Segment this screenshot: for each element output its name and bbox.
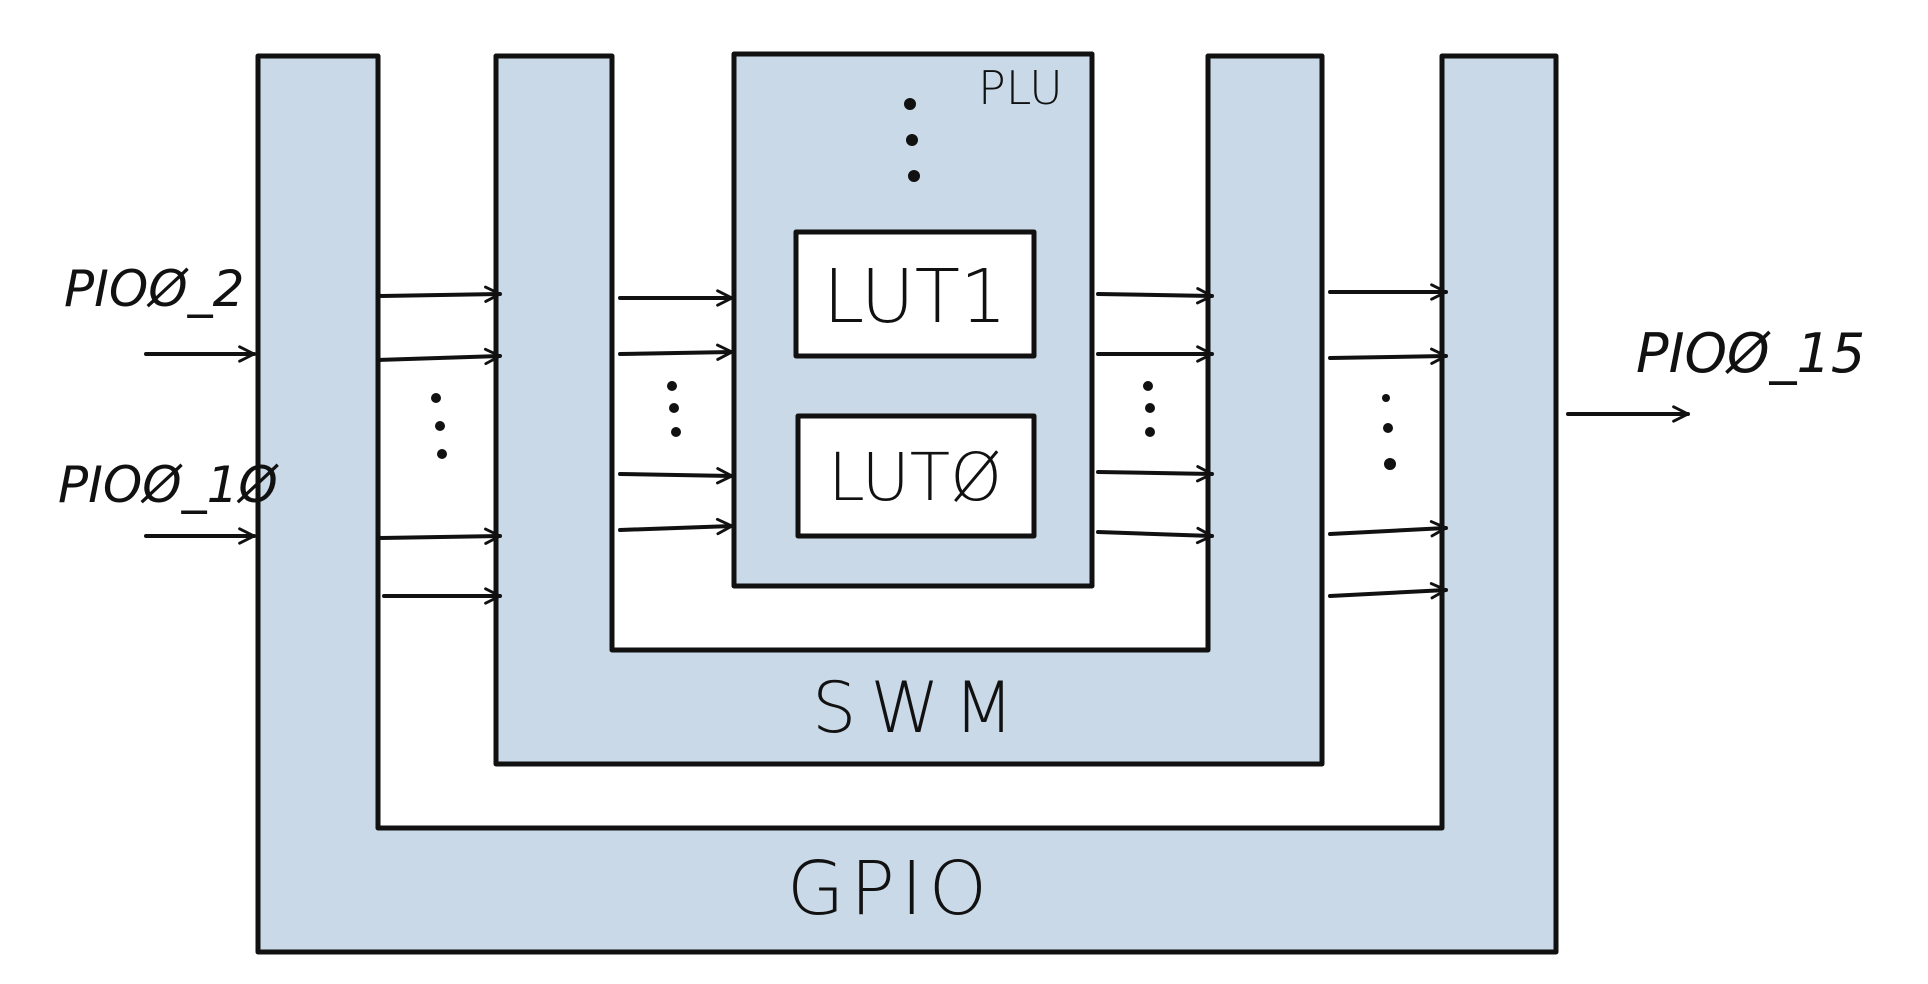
swm-to-gpio-arrow <box>1328 347 1448 365</box>
input-label-top: PIOØ_2 <box>64 260 244 318</box>
lut1-label: LUT1 <box>823 254 1007 340</box>
plu-to-swm-arrow <box>1096 465 1214 483</box>
swm-to-plu-arrow <box>618 517 734 536</box>
swm-to-gpio-arrow <box>1328 582 1448 600</box>
ellipsis-dots-swm-plu <box>667 381 681 437</box>
gpio-to-swm-arrow <box>376 347 502 366</box>
ellipsis-dots-plu-swm <box>1143 381 1155 437</box>
swm-block <box>493 53 1325 767</box>
swm-to-gpio-arrow <box>1328 520 1448 538</box>
plu-label: PLU <box>978 61 1063 115</box>
ellipsis-dots-swm-gpio <box>1382 394 1396 470</box>
lut0-label: LUTØ <box>828 439 1002 516</box>
output-label: PIOØ_15 <box>1636 322 1865 385</box>
swm-label: SWM <box>812 667 1028 749</box>
gpio-to-swm-arrow <box>376 527 502 545</box>
ellipsis-dots-plu <box>904 98 920 182</box>
lut1-box <box>793 229 1037 359</box>
swm-to-plu-arrow <box>618 343 734 361</box>
gpio-block <box>255 53 1559 955</box>
plu-to-swm-arrow <box>1096 287 1214 305</box>
gpio-label: GPIO <box>787 846 993 932</box>
input-label-bottom: PIOØ_1Ø <box>58 456 279 514</box>
swm-to-plu-arrow <box>618 467 734 485</box>
lut0-box <box>795 413 1037 539</box>
gpio-to-swm-arrow <box>376 285 502 303</box>
plu-to-swm-arrow <box>1096 526 1214 545</box>
ellipsis-dots-gpio-swm <box>431 393 447 459</box>
